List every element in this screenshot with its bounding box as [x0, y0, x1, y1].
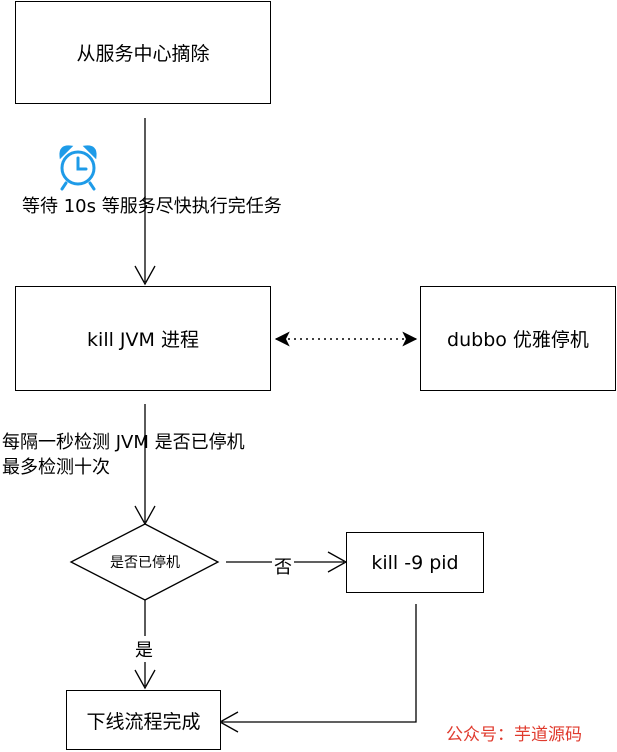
kill9-label: kill -9 pid	[371, 551, 459, 574]
kill-jvm-box: kill JVM 进程	[15, 286, 271, 391]
done-box: 下线流程完成	[66, 690, 221, 750]
arrow-kill9-to-done	[222, 604, 417, 723]
wait-label: 等待 10s 等服务尽快执行完任务	[22, 196, 282, 217]
watermark: 公众号：芋道源码	[446, 725, 582, 745]
no-label: 否	[272, 553, 294, 579]
decision-label: 是否已停机	[110, 555, 180, 571]
yes-label: 是	[133, 636, 155, 662]
dubbo-shutdown-label: dubbo 优雅停机	[447, 329, 589, 351]
remove-from-registry-label: 从服务中心摘除	[76, 43, 210, 65]
arrowhead-kill-jvm	[134, 265, 156, 286]
arrowhead-done	[134, 669, 156, 690]
kill9-box: kill -9 pid	[346, 532, 484, 593]
kill-jvm-label: kill JVM 进程	[87, 329, 199, 351]
alarm-clock-icon	[59, 145, 97, 191]
check-label-line2: 最多检测十次	[2, 457, 110, 478]
dubbo-shutdown-box: dubbo 优雅停机	[420, 286, 616, 391]
done-label: 下线流程完成	[86, 710, 201, 733]
check-label-line1: 每隔一秒检测 JVM 是否已停机	[2, 432, 245, 453]
remove-from-registry-box: 从服务中心摘除	[15, 1, 271, 104]
